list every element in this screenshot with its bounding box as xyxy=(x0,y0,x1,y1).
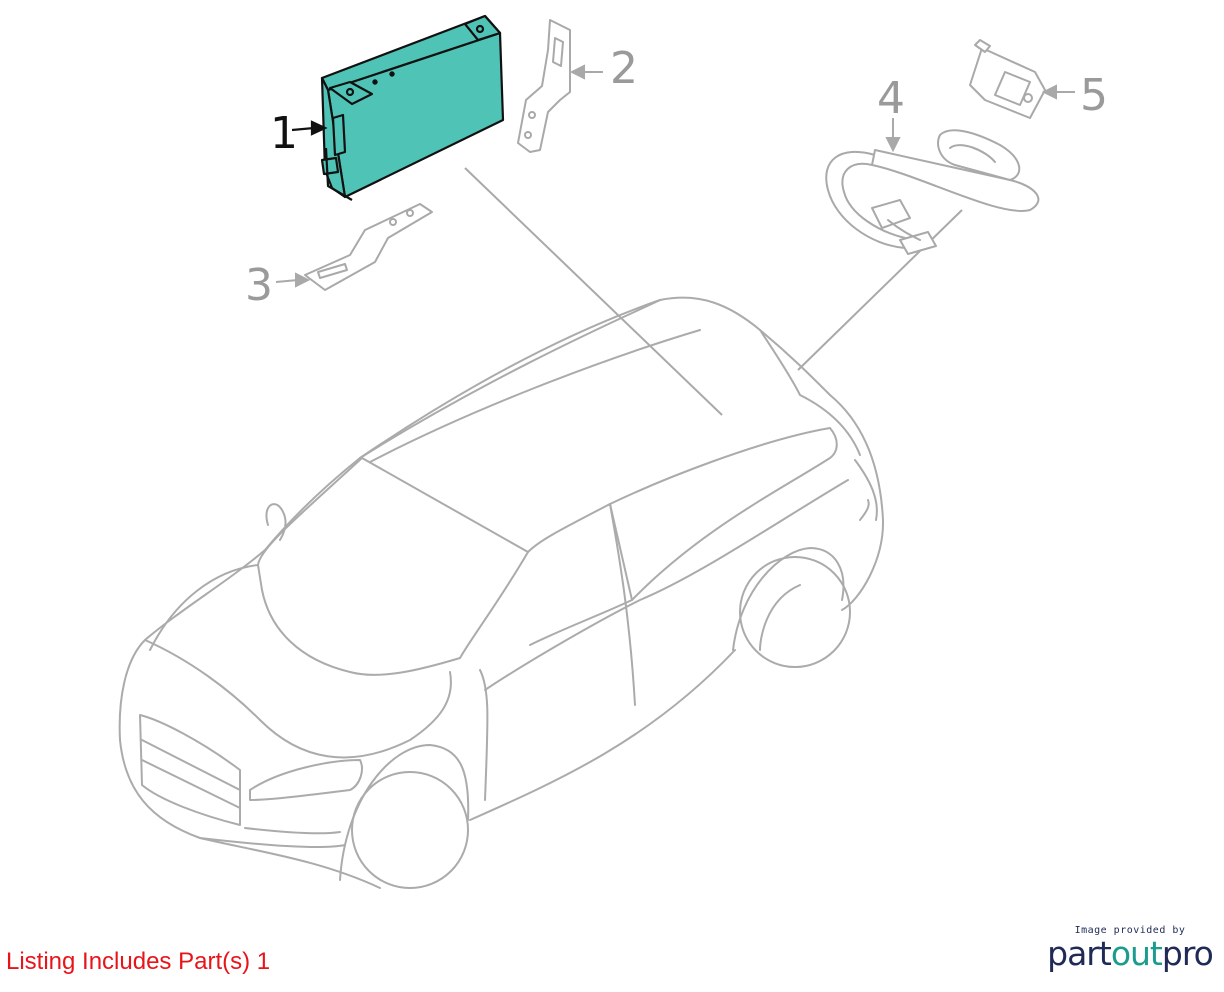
callout-2: 2 xyxy=(610,43,638,94)
callout-3: 3 xyxy=(245,260,273,311)
callout-1: 1 xyxy=(270,108,298,159)
leader-line-antenna xyxy=(797,209,963,371)
clip-bracket-icon xyxy=(969,39,1046,119)
leader-arrow-3 xyxy=(275,272,311,288)
listing-caption: Listing Includes Part(s) 1 xyxy=(6,948,271,975)
control-module-icon xyxy=(320,14,505,201)
image-credit: Image provided by partoutpro xyxy=(1044,925,1216,972)
brand-pro: pro xyxy=(1161,934,1214,973)
partoutpro-logo[interactable]: partoutpro xyxy=(1044,936,1216,972)
brand-out: out xyxy=(1110,934,1163,973)
brand-part: part xyxy=(1047,934,1112,973)
leader-lines xyxy=(464,167,963,416)
credit-line: Image provided by xyxy=(1074,925,1186,936)
callout-5: 5 xyxy=(1080,70,1108,121)
suv-outline-icon xyxy=(118,296,885,889)
callout-4: 4 xyxy=(877,73,905,124)
parts-diagram: 1 2 3 4 5 xyxy=(118,14,1108,889)
leader-arrow-4 xyxy=(885,118,901,153)
mounting-bracket-icon xyxy=(517,19,571,153)
antenna-cable-icon xyxy=(825,129,1040,255)
leader-arrow-2 xyxy=(569,64,603,80)
leader-arrow-5 xyxy=(1041,84,1075,100)
support-bracket-icon xyxy=(304,203,433,291)
leader-arrow-1 xyxy=(291,120,328,136)
leader-line-module xyxy=(464,167,723,416)
